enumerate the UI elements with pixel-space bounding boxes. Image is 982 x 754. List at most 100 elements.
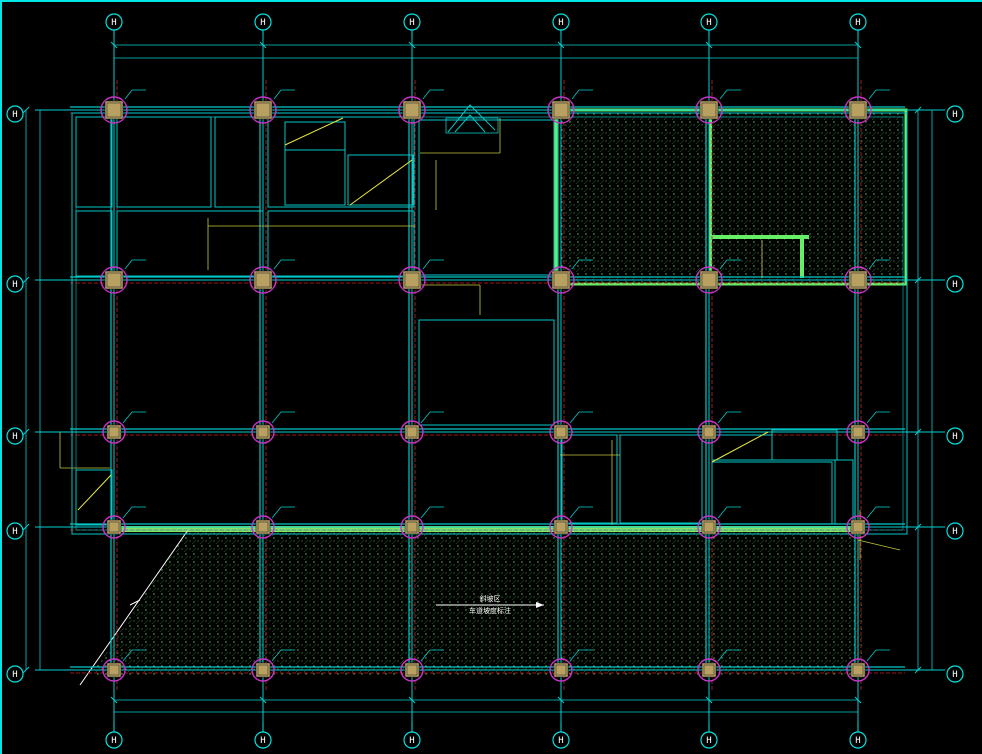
- axis-bubble-circle: [6, 522, 24, 540]
- column-leader: [422, 259, 431, 270]
- dim-tick: [22, 428, 30, 436]
- column-ring: [846, 515, 870, 539]
- column-core: [848, 100, 868, 120]
- column-inner: [703, 426, 715, 438]
- column-inner: [106, 102, 122, 118]
- axis-bubble-right: H: [946, 665, 964, 683]
- axis-bubble-label: H: [260, 736, 265, 746]
- column-inner: [257, 521, 269, 533]
- axis-bubble-label: H: [952, 280, 957, 290]
- axis-bubble-label: H: [12, 110, 17, 120]
- column-ring: [846, 420, 870, 444]
- inner-wall-outline: [75, 116, 904, 531]
- room-outline: [418, 119, 555, 276]
- room-outline: [267, 116, 415, 208]
- column-core: [106, 662, 122, 678]
- column-inner: [406, 664, 418, 676]
- column-ring: [549, 658, 573, 682]
- column-ring: [697, 658, 721, 682]
- column-leader: [422, 89, 431, 100]
- dim-tick: [408, 696, 416, 704]
- column-marker: [251, 506, 295, 539]
- axis-bubble-label: H: [12, 432, 17, 442]
- dim-tick: [914, 523, 922, 531]
- column-marker: [249, 89, 295, 124]
- column-core: [701, 424, 717, 440]
- dim-tick: [110, 696, 118, 704]
- column-inner: [555, 521, 567, 533]
- column-marker: [100, 259, 146, 294]
- axis-bubble-bottom: H: [849, 731, 867, 749]
- column-inner: [406, 426, 418, 438]
- room-outline: [284, 121, 346, 151]
- column-ring: [102, 420, 126, 444]
- column-leader: [420, 506, 431, 519]
- column-core: [553, 424, 569, 440]
- room-outline: [711, 461, 833, 525]
- column-leader: [122, 411, 133, 424]
- column-leader: [571, 89, 580, 100]
- column-leader: [122, 506, 133, 519]
- column-marker: [844, 89, 890, 124]
- axis-bubble-top: H: [403, 13, 421, 31]
- column-ring: [549, 515, 573, 539]
- column-marker: [844, 259, 890, 294]
- dim-tick: [22, 276, 30, 284]
- column-core: [104, 100, 124, 120]
- column-inner: [257, 664, 269, 676]
- column-core: [850, 662, 866, 678]
- column-marker: [398, 259, 444, 294]
- dim-tick: [110, 41, 118, 49]
- axis-bubble-circle: [6, 427, 24, 445]
- column-marker: [846, 649, 890, 682]
- column-core: [106, 519, 122, 535]
- column-leader: [271, 649, 282, 662]
- column-ring: [547, 96, 575, 124]
- column-ring: [398, 266, 426, 294]
- column-ring: [695, 266, 723, 294]
- column-marker: [846, 411, 890, 444]
- column-marker: [547, 89, 593, 124]
- annotation-arrow-head: [536, 602, 544, 608]
- column-ring: [249, 96, 277, 124]
- column-inner: [555, 664, 567, 676]
- column-core: [404, 519, 420, 535]
- dim-tick: [22, 666, 30, 674]
- roof-vent-symbol: [447, 104, 496, 133]
- dim-tick: [914, 106, 922, 114]
- column-core: [553, 662, 569, 678]
- axis-bubble-left: H: [6, 665, 24, 683]
- column-ring: [844, 266, 872, 294]
- dim-tick: [854, 41, 862, 49]
- column-marker: [102, 649, 146, 682]
- ramp-annotation: 斜坡区 车道坡度标注: [436, 594, 544, 615]
- dim-tick: [259, 696, 267, 704]
- column-ring: [100, 96, 128, 124]
- dim-tick: [914, 276, 922, 284]
- axis-bubble-right: H: [946, 427, 964, 445]
- column-marker: [697, 411, 741, 444]
- axis-bubble-bottom: H: [700, 731, 718, 749]
- column-ring: [697, 515, 721, 539]
- column-inner: [553, 102, 569, 118]
- column-marker: [102, 506, 146, 539]
- hatch-zone-ramp: [90, 530, 862, 675]
- column-inner: [108, 521, 120, 533]
- room-outline: [284, 149, 346, 206]
- column-leader: [273, 89, 282, 100]
- axis-bubble-bottom: H: [254, 731, 272, 749]
- column-marker: [695, 89, 741, 124]
- column-leader: [420, 411, 431, 424]
- column-inner: [701, 272, 717, 288]
- column-ring: [547, 266, 575, 294]
- column-ring: [697, 420, 721, 444]
- column-ring: [400, 658, 424, 682]
- room-outline: [267, 210, 415, 277]
- column-ring: [695, 96, 723, 124]
- room-outline: [214, 116, 261, 208]
- column-inner: [701, 102, 717, 118]
- column-marker: [400, 649, 444, 682]
- column-core: [255, 662, 271, 678]
